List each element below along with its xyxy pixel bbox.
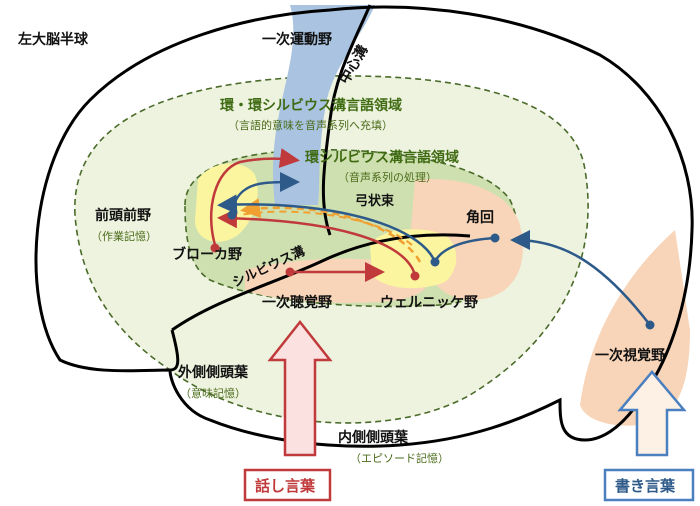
blue-dot-visual: [645, 320, 655, 330]
wernicke-label: ウェルニッケ野: [380, 295, 478, 311]
motor-label: 一次運動野: [262, 31, 332, 48]
inner-region-label: 環シルビウス溝言語領域: [305, 149, 459, 166]
blue-dot-wernicke: [430, 257, 440, 267]
wernicke-area-region: [370, 229, 457, 289]
medial-temporal-label: 内側側頭葉: [338, 429, 409, 446]
blue-arrow-visual-to-angular: [510, 230, 651, 326]
brain-outline: [34, 5, 694, 448]
prefrontal-sub: （作業記憶）: [91, 229, 157, 243]
written-input-arrow: [617, 370, 687, 457]
blue-dot-angular: [490, 233, 500, 243]
lateral-temporal-label: 外側側頭葉: [178, 364, 249, 381]
arcuate-label: 弓状束: [355, 193, 395, 209]
red-arrow-wernicke-to-broca: [217, 208, 417, 276]
brain-title: 左大脳半球: [17, 31, 89, 48]
outer-region-sub: （言語的意味を音声系列へ充填）: [228, 118, 393, 132]
arcuate-fasciculus-line-2: [239, 210, 413, 246]
outer-region-label: 環・環シルビウス溝言語領域: [220, 97, 402, 114]
prefrontal-label: 前頭前野: [95, 207, 151, 224]
blue-arrow-broca-to-motor: [230, 172, 300, 213]
red-dot-wernicke: [410, 271, 420, 281]
inner-region-sub: （音声系列の処理）: [338, 170, 437, 184]
temporal-lobe-outline: [169, 329, 180, 372]
angular-label: 角回: [466, 209, 494, 226]
broca-label: ブローカ野: [172, 246, 242, 263]
blue-arrow-wernicke-to-broca: [217, 194, 437, 263]
central-sulcus-line: [321, 4, 372, 236]
lateral-temporal-sub: （意味記憶）: [180, 386, 246, 400]
visual-region: [580, 230, 690, 426]
written-label-box: [603, 468, 695, 502]
sylvian-fissure-line: [171, 233, 471, 332]
arcuate-fasciculus-line: [240, 198, 422, 263]
auditory-label: 一次聴覚野: [262, 294, 332, 311]
medial-temporal-sub: （エピソード記憶）: [350, 451, 449, 465]
written-label: 書き言葉: [615, 477, 676, 495]
red-dot-broca: [210, 243, 220, 253]
visual-label: 一次視覚野: [595, 347, 665, 364]
blue-dot-broca: [227, 210, 237, 220]
red-arrow-broca-to-motor: [209, 148, 300, 246]
red-dot-auditory: [285, 267, 295, 277]
spoken-input-arrow: [267, 319, 333, 457]
spoken-label: 話し言葉: [255, 477, 316, 495]
spoken-label-box: [243, 468, 332, 502]
